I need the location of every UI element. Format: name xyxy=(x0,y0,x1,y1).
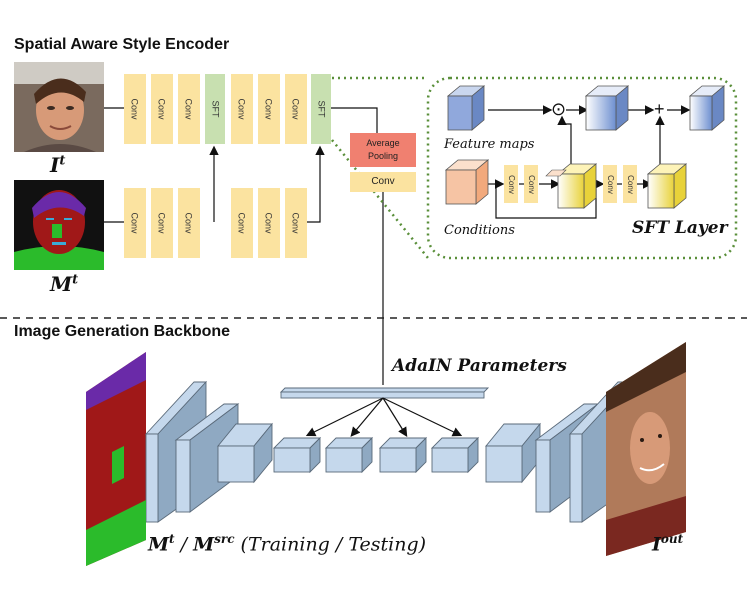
encoder-bottom-conv-4: Conv xyxy=(231,188,253,258)
conditions-label: Conditions xyxy=(444,223,515,238)
mt-label: Mt xyxy=(50,272,79,296)
adain-bar xyxy=(279,387,490,399)
feature-map-cube xyxy=(446,85,486,131)
sft-cond-conv-2: Conv xyxy=(524,165,538,203)
gamma-cube xyxy=(556,163,598,209)
encoder-top-conv-4: Conv xyxy=(231,74,253,144)
feature-maps-label: Feature maps xyxy=(444,137,535,152)
output-cube xyxy=(688,85,726,131)
encoder-bottom-conv-1: Conv xyxy=(124,188,146,258)
pool-conv-block: Conv xyxy=(350,172,416,192)
encoder-bottom-conv-3: Conv xyxy=(178,188,200,258)
input-caption: Mt / Msrc (Training / Testing) xyxy=(148,532,427,556)
encoder-bottom-conv-5: Conv xyxy=(258,188,280,258)
backbone-title: Image Generation Backbone xyxy=(14,323,231,340)
encoder-top-conv-6: Conv xyxy=(285,74,307,144)
encoder-bottom-conv-2: Conv xyxy=(151,188,173,258)
input-face-image xyxy=(14,62,104,152)
sft-layer-title: SFT Layer xyxy=(632,218,728,238)
encoder-top-conv-5: Conv xyxy=(258,74,280,144)
conditions-cube xyxy=(444,159,490,205)
adain-label: AdaIN Parameters xyxy=(392,356,567,376)
input-mask-image xyxy=(14,180,104,270)
plus-operator-icon: + xyxy=(654,99,665,119)
beta-cube xyxy=(646,163,688,209)
conditions-copy-cube xyxy=(545,169,567,177)
encoder-sft-2: SFT xyxy=(311,74,331,144)
sft-cond-conv-1: Conv xyxy=(504,165,518,203)
encoder-bottom-conv-6: Conv xyxy=(285,188,307,258)
average-pooling-block: Average Pooling xyxy=(350,133,416,167)
sft-cond-conv-3: Conv xyxy=(603,165,617,203)
face-details xyxy=(606,342,686,556)
it-label: It xyxy=(50,153,66,177)
encoder-top-conv-2: Conv xyxy=(151,74,173,144)
sft-cond-conv-4: Conv xyxy=(623,165,637,203)
encoder-sft-1: SFT xyxy=(205,74,225,144)
encoder-title: Spatial Aware Style Encoder xyxy=(14,36,230,53)
modulated-cube xyxy=(584,85,630,131)
mask-details xyxy=(86,352,146,566)
encoder-top-conv-1: Conv xyxy=(124,74,146,144)
encoder-top-conv-3: Conv xyxy=(178,74,200,144)
output-caption: Iout xyxy=(652,532,684,556)
multiply-operator-icon: ⊙ xyxy=(551,99,567,119)
